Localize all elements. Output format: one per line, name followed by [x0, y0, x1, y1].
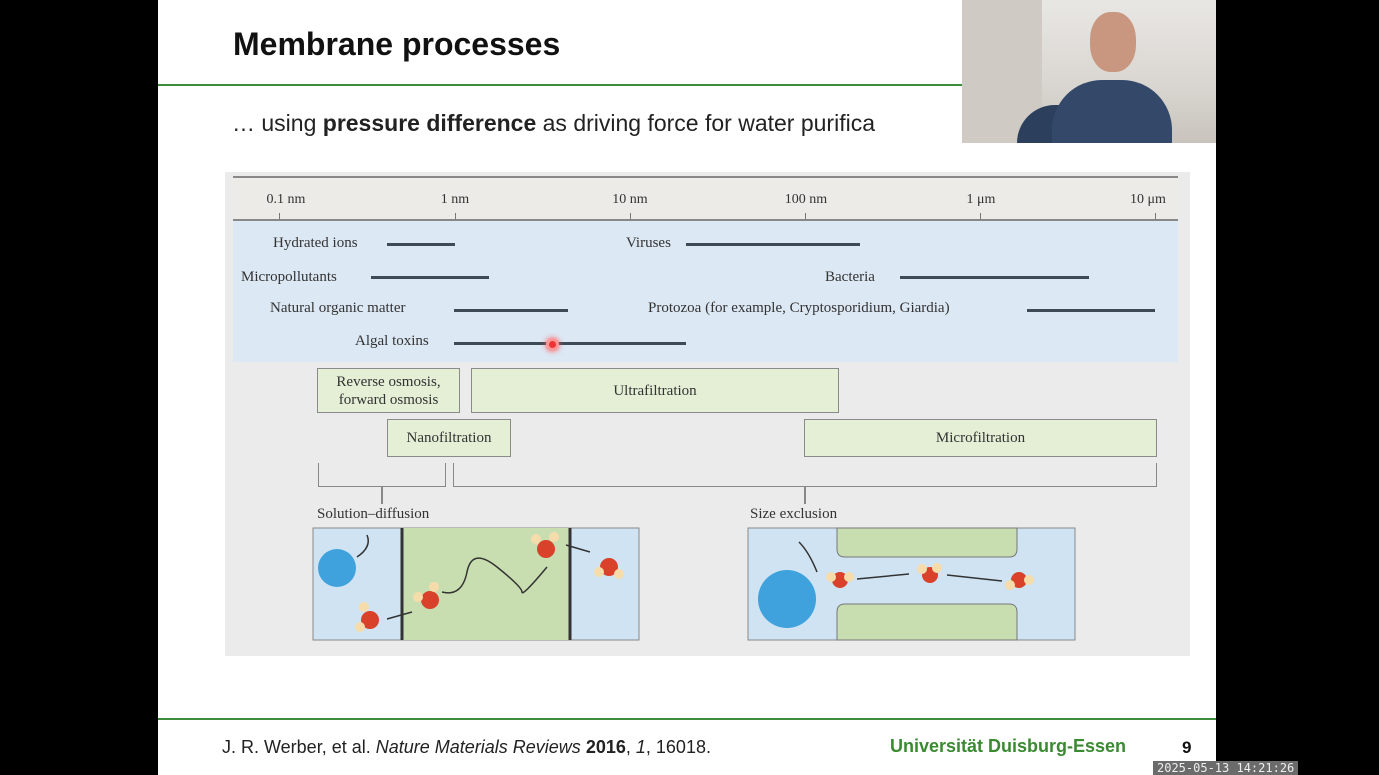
tick-label: 100 nm [784, 192, 828, 207]
webcam-video [962, 0, 1216, 143]
university-logo: Universität Duisburg-Essen [890, 736, 1127, 756]
size-range-bar [900, 276, 1089, 279]
subtitle-text-end: as driving force for water purifica [536, 110, 875, 136]
mechanism-label: Size exclusion [750, 506, 838, 522]
tick-label: 1 nm [440, 192, 470, 207]
bracket-stem [804, 487, 806, 504]
title-divider [158, 84, 1216, 86]
process-microfiltration: Microfiltration [804, 419, 1157, 457]
axis-line [233, 219, 1178, 221]
size-range-bar [1027, 309, 1155, 312]
axis-top-line [233, 176, 1178, 178]
bracket-solution-diffusion [318, 463, 446, 487]
tick [980, 213, 981, 219]
footer-divider [158, 718, 1216, 720]
tick-label: 1 μm [966, 192, 996, 207]
process-nanofiltration: Nanofiltration [387, 419, 511, 457]
tick-label: 10 μm [1130, 192, 1166, 207]
contaminant-label: Viruses [626, 235, 671, 251]
size-range-bar [686, 243, 860, 246]
size-range-bar [387, 243, 455, 246]
process-ro-fo: Reverse osmosis, forward osmosis [317, 368, 460, 413]
size-range-bar [454, 309, 568, 312]
axis-band [233, 176, 1178, 220]
solute-icon [758, 570, 816, 628]
ref-authors: J. R. Werber, et al. [222, 737, 376, 757]
slide-title: Membrane processes [233, 26, 561, 62]
contaminant-label: Hydrated ions [273, 235, 358, 251]
tick [455, 213, 456, 219]
tick [805, 213, 806, 219]
presenter-body [1052, 80, 1172, 143]
reference: J. R. Werber, et al. Nature Materials Re… [222, 737, 711, 758]
page-number: 9 [1182, 738, 1192, 757]
ref-volume: 1 [635, 737, 646, 757]
contaminant-label: Micropollutants [241, 269, 337, 285]
tick-label: 10 nm [612, 192, 648, 207]
water-molecule-icon [355, 602, 379, 632]
contaminant-label: Bacteria [825, 269, 875, 285]
tick [1155, 213, 1156, 219]
laser-pointer [546, 338, 559, 351]
contaminant-label: Algal toxins [355, 333, 429, 349]
solution-diffusion-diagram [312, 527, 640, 641]
bracket-stem [381, 487, 383, 504]
size-exclusion-diagram [747, 527, 1076, 641]
ref-journal: Nature Materials Reviews [375, 737, 581, 757]
slide-subtitle: … using pressure difference as driving f… [232, 110, 875, 137]
process-ultrafiltration: Ultrafiltration [471, 368, 839, 413]
tick-label: 0.1 nm [266, 192, 306, 207]
subtitle-bold: pressure difference [322, 110, 537, 136]
contaminant-label: Natural organic matter [270, 300, 406, 316]
ref-year: 2016 [585, 737, 626, 757]
size-range-bar [371, 276, 489, 279]
contaminant-label: Protozoa (for example, Cryptosporidium, … [648, 300, 950, 316]
ref-sep: , [625, 737, 636, 757]
presenter-head [1090, 12, 1136, 72]
mechanism-label: Solution–diffusion [317, 506, 430, 522]
size-range-bar [454, 342, 686, 345]
tick [279, 213, 280, 219]
timestamp: 2025-05-13 14:21:26 [1153, 761, 1299, 775]
ref-pages: , 16018. [645, 737, 711, 757]
tick [630, 213, 631, 219]
bracket-size-exclusion [453, 463, 1157, 487]
solute-icon [318, 549, 356, 587]
subtitle-text: … using [232, 110, 323, 136]
